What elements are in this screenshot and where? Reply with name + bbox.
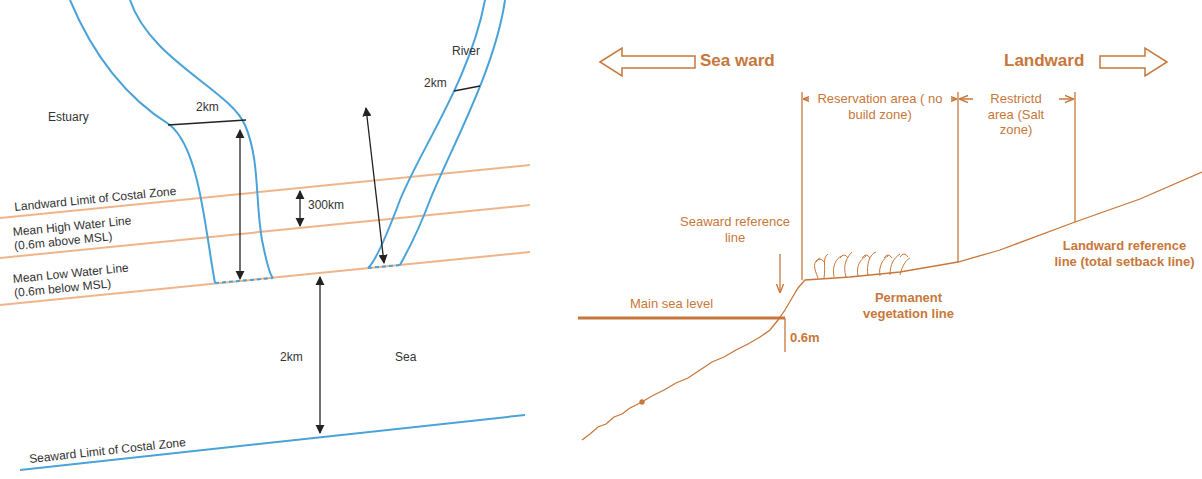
zone-width-arrow [299,191,300,226]
level-label: Main sea level [630,296,713,312]
profile [578,92,1202,440]
zone-lines [0,165,530,305]
direction-label: Sea ward [700,51,775,71]
vegetation [815,252,911,278]
landward-limit-line [0,165,530,218]
seaward-arrow [600,48,695,76]
estuary-bank [130,0,273,278]
zone-boundary [1074,92,1075,222]
mean-low-water-line [0,252,530,305]
zone-boundary [801,92,802,280]
line-label: Mean Low Water Line (0.6m below MSL) [12,258,149,300]
dimension-label: 0.6m [790,330,820,346]
reference-label: Permanent vegetation line [846,290,971,321]
zone-label: Restrictd area (Salt zone) [973,91,1059,138]
zone-boundary [957,92,958,262]
width-line [454,86,480,91]
profile-dot [640,400,644,404]
river-bank [400,0,505,265]
length-arrow [366,108,384,263]
ground-profile [582,172,1202,440]
seaward-limit-line [20,415,525,470]
sea-level-line [578,317,785,320]
area-name: Sea [395,350,416,364]
length-arrow [239,130,240,279]
reference-label: Landward reference line (total setback l… [1052,238,1197,269]
dimension-arrows [168,86,480,433]
area-name: Estuary [48,110,89,124]
dimension-label: 2km [280,350,303,364]
dimension-label: 300km [308,198,344,212]
reference-pointer [779,254,780,292]
river-mouth [368,265,400,268]
landward-arrow [1100,48,1167,76]
dimension-label: 2km [196,100,219,114]
zone-label: Reservation area ( no build zone) [809,91,951,122]
width-line [168,120,246,125]
line-label: Mean High Water Line (0.6m above MSL) [12,211,149,253]
direction-arrows [600,48,1167,76]
sea-width-arrow [319,277,320,433]
height-tick [784,318,785,352]
direction-label: Landward [1004,51,1084,71]
dimension-label: 2km [424,76,447,90]
area-name: River [452,44,480,58]
estuary-mouth [215,278,273,283]
river-bank [368,0,485,268]
reference-label: Seaward reference line [676,214,794,245]
